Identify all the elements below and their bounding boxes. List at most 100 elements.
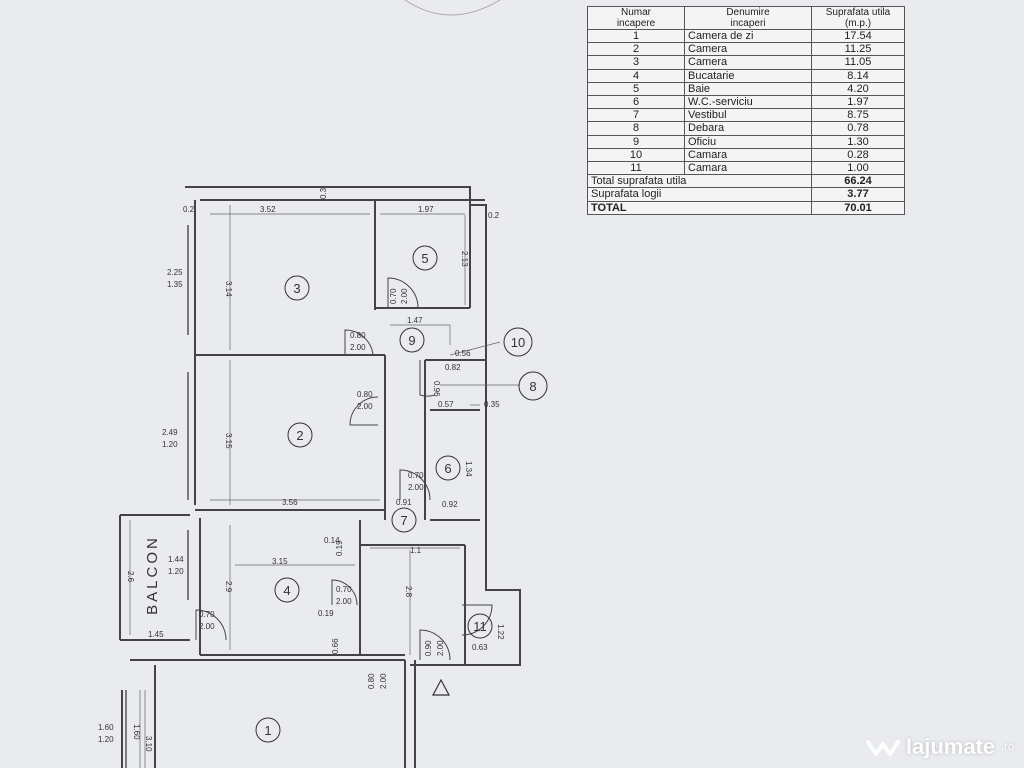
room-number: 6 — [587, 95, 685, 110]
room-number: 5 — [587, 81, 685, 97]
room-name: Bucatarie — [684, 68, 812, 83]
room-name: Oficiu — [684, 134, 812, 149]
dim-label: 2.9 — [224, 581, 233, 593]
dim-label: 0.70 — [336, 585, 352, 594]
dim-label: 3.52 — [260, 205, 276, 214]
walls — [119, 186, 521, 768]
total-value: 70.01 — [811, 200, 905, 215]
room-7-label: 7 — [400, 513, 407, 528]
dim-label: 0.14 — [324, 536, 340, 545]
dim-label: 0.90 — [424, 640, 433, 656]
dim-label: 2.00 — [436, 640, 445, 656]
room-area: 0.78 — [811, 121, 905, 136]
dim-label: 3.15 — [272, 557, 288, 566]
room-5-label: 5 — [421, 251, 428, 266]
dimension-lines — [129, 205, 520, 768]
dim-label: 3.15 — [224, 433, 233, 449]
room-number: 1 — [587, 28, 685, 44]
room-number: 2 — [587, 42, 685, 57]
dim-label: 0.70 — [199, 610, 215, 619]
dim-label: 3.14 — [224, 281, 233, 297]
room-name: Vestibul — [684, 108, 812, 123]
dim-label: 1.20 — [168, 567, 184, 576]
dim-label: 0.3 — [319, 187, 328, 199]
dim-label: 0.82 — [445, 363, 461, 372]
total-label: Total suprafata utila — [587, 174, 812, 189]
room-number: 8 — [587, 121, 685, 136]
watermark-brand: lajumate — [905, 734, 996, 759]
room-name: Camera de zi — [684, 28, 812, 44]
dim-label: 1.47 — [407, 316, 423, 325]
room-area: 4.20 — [811, 81, 905, 97]
dim-label: 1.97 — [418, 205, 434, 214]
dim-label: 2.00 — [336, 597, 352, 606]
dim-label: 1.20 — [98, 735, 114, 744]
room-name: Camera — [684, 55, 812, 70]
dim-label: 0.80 — [350, 331, 366, 340]
room-number: 4 — [587, 68, 685, 83]
dim-label: 0.91 — [396, 498, 412, 507]
room-area: 8.14 — [811, 68, 905, 83]
dim-label: 3.56 — [282, 498, 298, 507]
dim-label: 1.60 — [98, 723, 114, 732]
total-value: 3.77 — [811, 187, 905, 202]
lajumate-logo-icon — [865, 740, 900, 756]
dim-label: 0.19 — [335, 540, 344, 556]
room-9-label: 9 — [408, 333, 415, 348]
room-6-label: 6 — [444, 461, 451, 476]
room-area: 17.54 — [811, 28, 905, 44]
dim-label: 0.66 — [331, 638, 340, 654]
room-area: 11.25 — [811, 42, 905, 57]
dim-label: 2.00 — [408, 483, 424, 492]
room-4-label: 4 — [283, 583, 290, 598]
header-room-name: Denumire incaperi — [684, 6, 812, 30]
room-area: 1.00 — [811, 161, 905, 176]
room-name: Debara — [684, 121, 812, 136]
window-hatches — [125, 225, 189, 768]
room-area: 1.30 — [811, 134, 905, 149]
dim-label: 2.8 — [404, 586, 413, 598]
dim-label: 0.96 — [432, 381, 441, 397]
room-area: 1.97 — [811, 95, 905, 110]
dim-label: 2.00 — [350, 343, 366, 352]
dim-label: 0.19 — [318, 609, 334, 618]
room-3-label: 3 — [293, 281, 300, 296]
dim-label: 0.70 — [389, 288, 398, 304]
room-name: Camara — [684, 147, 812, 163]
dim-label: 2.00 — [357, 402, 373, 411]
dim-label: 1.44 — [168, 555, 184, 564]
dim-label: 1.20 — [162, 440, 178, 449]
watermark-tld: .ro — [1001, 741, 1014, 753]
room-name: Baie — [684, 81, 812, 97]
entry-triangle-icon — [432, 678, 450, 696]
dim-label: 1.22 — [496, 624, 505, 640]
dim-label: 3.10 — [144, 736, 153, 752]
dim-label: 2.13 — [460, 251, 469, 267]
balcony-label: BALCON — [144, 535, 161, 615]
dim-label: 1.35 — [167, 280, 183, 289]
room-number: 10 — [587, 147, 685, 163]
dim-label: 1.34 — [464, 461, 473, 477]
dim-label: 2.00 — [400, 288, 409, 304]
room-10-label: 10 — [511, 335, 525, 350]
dim-label: 0.57 — [438, 400, 454, 409]
room-number: 9 — [587, 134, 685, 149]
total-label: TOTAL — [587, 200, 812, 215]
room-number: 3 — [587, 55, 685, 70]
total-label: Suprafata logii — [587, 187, 812, 202]
dim-label: 0.2 — [488, 211, 500, 220]
total-value: 66.24 — [811, 174, 905, 189]
room-area: 8.75 — [811, 108, 905, 123]
dim-label: 1.1 — [410, 546, 422, 555]
room-name: Camera — [684, 42, 812, 57]
